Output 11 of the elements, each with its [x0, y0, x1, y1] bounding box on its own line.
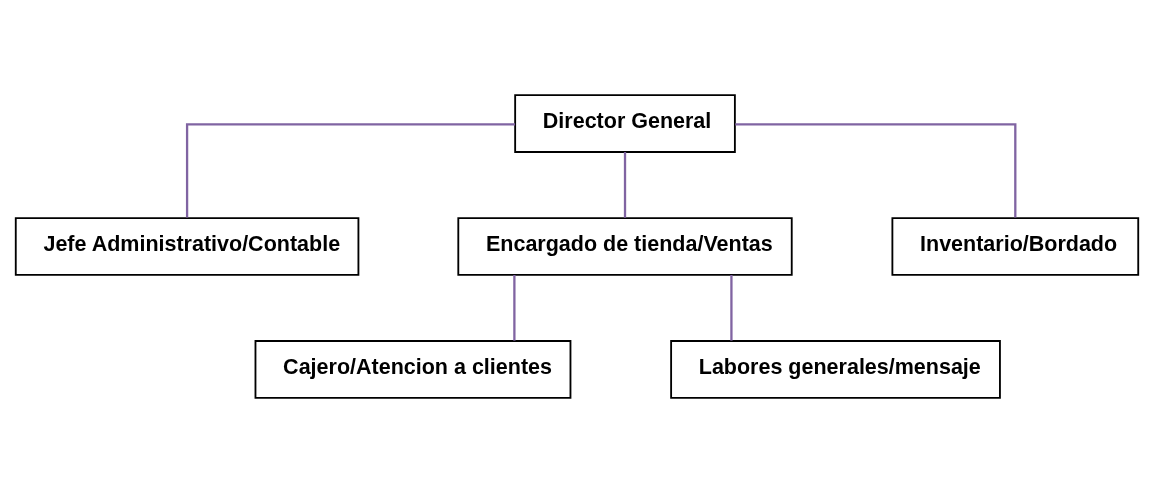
connector: [730, 274, 733, 341]
connector: [513, 274, 516, 341]
node-box: Cajero/Atencion a clientes: [254, 339, 572, 399]
connector: [623, 151, 627, 218]
node-box: Director General: [514, 93, 736, 153]
node-box: Jefe Administrativo/Contable: [14, 216, 360, 276]
connector: [735, 122, 1017, 218]
node-box: Encargado de tienda/Ventas: [457, 216, 793, 276]
node-box: Inventario/Bordado: [891, 216, 1140, 276]
connector: [185, 122, 516, 218]
node-box: Labores generales/mensaje: [670, 339, 1001, 399]
